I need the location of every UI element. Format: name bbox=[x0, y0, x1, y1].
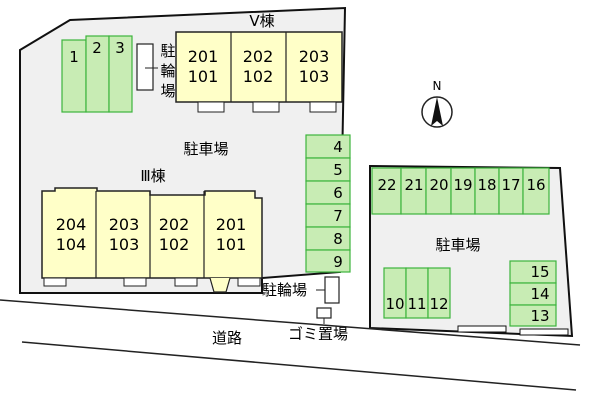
parking-space bbox=[305, 249, 351, 273]
parking-lot-label-left: 駐車場 bbox=[183, 140, 228, 158]
parking-space bbox=[305, 134, 351, 159]
compass-label: N bbox=[433, 79, 442, 93]
parking-space bbox=[305, 180, 351, 205]
unit-lower: 103 bbox=[109, 235, 140, 254]
parking-number: 19 bbox=[453, 176, 472, 194]
parking-space bbox=[305, 157, 351, 182]
unit-lower: 103 bbox=[299, 67, 330, 86]
road-edge-upper bbox=[0, 299, 581, 346]
parking-number: 3 bbox=[115, 39, 125, 57]
parking-space bbox=[305, 226, 351, 251]
unit-lower: 101 bbox=[216, 235, 247, 254]
bike-parking-top bbox=[136, 43, 154, 91]
building-iii-body bbox=[41, 187, 263, 279]
building-iii-title: Ⅲ棟 bbox=[140, 167, 165, 185]
unit-upper: 201 bbox=[216, 215, 247, 234]
right-lot-marker bbox=[519, 328, 569, 336]
parking-number: 15 bbox=[530, 263, 549, 281]
parking-group-right-column: 4 5 6 7 8 9 bbox=[305, 134, 351, 273]
parking-number: 8 bbox=[333, 230, 343, 248]
building-v-title: Ⅴ棟 bbox=[249, 12, 274, 30]
unit-upper: 202 bbox=[243, 47, 274, 66]
building-iii-entrance bbox=[209, 277, 231, 293]
unit-lower: 102 bbox=[243, 67, 274, 86]
unit-upper: 204 bbox=[56, 215, 87, 234]
building-iii-balcony bbox=[237, 277, 261, 287]
building-v: Ⅴ棟 201 101 202 102 203 103 bbox=[175, 12, 343, 113]
parking-space bbox=[498, 167, 524, 215]
unit-upper: 203 bbox=[299, 47, 330, 66]
parking-space bbox=[400, 167, 427, 215]
parking-number: 10 bbox=[385, 295, 404, 313]
parking-space bbox=[108, 35, 133, 113]
unit-upper: 203 bbox=[109, 215, 140, 234]
parking-number: 2 bbox=[92, 39, 102, 57]
parking-space bbox=[371, 167, 402, 215]
parking-number: 14 bbox=[530, 285, 549, 303]
parking-group-right-lot-top: 22 21 20 19 18 17 16 bbox=[371, 167, 550, 215]
unit-upper: 202 bbox=[159, 215, 190, 234]
parking-number: 20 bbox=[429, 176, 448, 194]
bike-parking-top-label: 場 bbox=[160, 82, 175, 100]
parking-number: 21 bbox=[404, 176, 423, 194]
right-lot-marker bbox=[457, 325, 507, 333]
parking-number: 13 bbox=[530, 307, 549, 325]
parking-number: 18 bbox=[477, 176, 496, 194]
parking-lot-label-right: 駐車場 bbox=[435, 236, 480, 254]
parking-space bbox=[305, 203, 351, 228]
road-edge-lower bbox=[21, 341, 577, 391]
unit-upper: 201 bbox=[188, 47, 219, 66]
parking-group-right-lot-bottom-left: 10 11 12 bbox=[383, 267, 451, 319]
parking-space bbox=[61, 39, 87, 113]
bike-parking-top-label: 輪 bbox=[160, 62, 175, 80]
parking-number: 16 bbox=[526, 176, 545, 194]
building-iii-balcony bbox=[174, 277, 198, 287]
parking-number: 9 bbox=[333, 253, 343, 271]
parking-number: 11 bbox=[407, 295, 426, 313]
bike-parking-top-label: 駐 bbox=[160, 42, 175, 60]
unit-lower: 102 bbox=[159, 235, 190, 254]
garbage-station bbox=[316, 307, 332, 319]
building-iii: Ⅲ棟 204 104 203 103 202 102 201 101 bbox=[41, 167, 263, 293]
parking-number: 4 bbox=[333, 138, 343, 156]
parking-number: 6 bbox=[333, 184, 343, 202]
building-iii-balcony bbox=[123, 277, 147, 287]
parking-space bbox=[450, 167, 476, 215]
compass: N bbox=[421, 79, 453, 128]
parking-number: 17 bbox=[501, 176, 520, 194]
parking-space bbox=[522, 167, 550, 215]
parking-group-top-left: 1 2 3 bbox=[61, 35, 133, 113]
parking-space bbox=[509, 304, 557, 327]
parking-group-right-lot-bottom-right: 15 14 13 bbox=[509, 260, 557, 327]
building-v-balcony bbox=[309, 101, 337, 113]
parking-number: 5 bbox=[333, 161, 343, 179]
parking-number: 12 bbox=[429, 295, 448, 313]
building-v-body bbox=[175, 31, 343, 103]
bike-parking-bottom-label: 駐輪場 bbox=[262, 281, 307, 299]
unit-lower: 104 bbox=[56, 235, 87, 254]
garbage-station-label: ゴミ置場 bbox=[288, 325, 348, 343]
road-label: 道路 bbox=[212, 329, 242, 347]
building-iii-balcony bbox=[43, 277, 67, 287]
compass-arrow bbox=[431, 97, 443, 126]
building-v-balcony bbox=[197, 101, 225, 113]
parking-number: 22 bbox=[377, 176, 396, 194]
parking-number: 7 bbox=[333, 207, 343, 225]
parking-space bbox=[427, 267, 451, 319]
building-v-balcony bbox=[252, 101, 280, 113]
parking-space bbox=[474, 167, 500, 215]
unit-lower: 101 bbox=[188, 67, 219, 86]
parking-number: 1 bbox=[69, 48, 79, 66]
bike-parking-bottom bbox=[324, 276, 340, 304]
